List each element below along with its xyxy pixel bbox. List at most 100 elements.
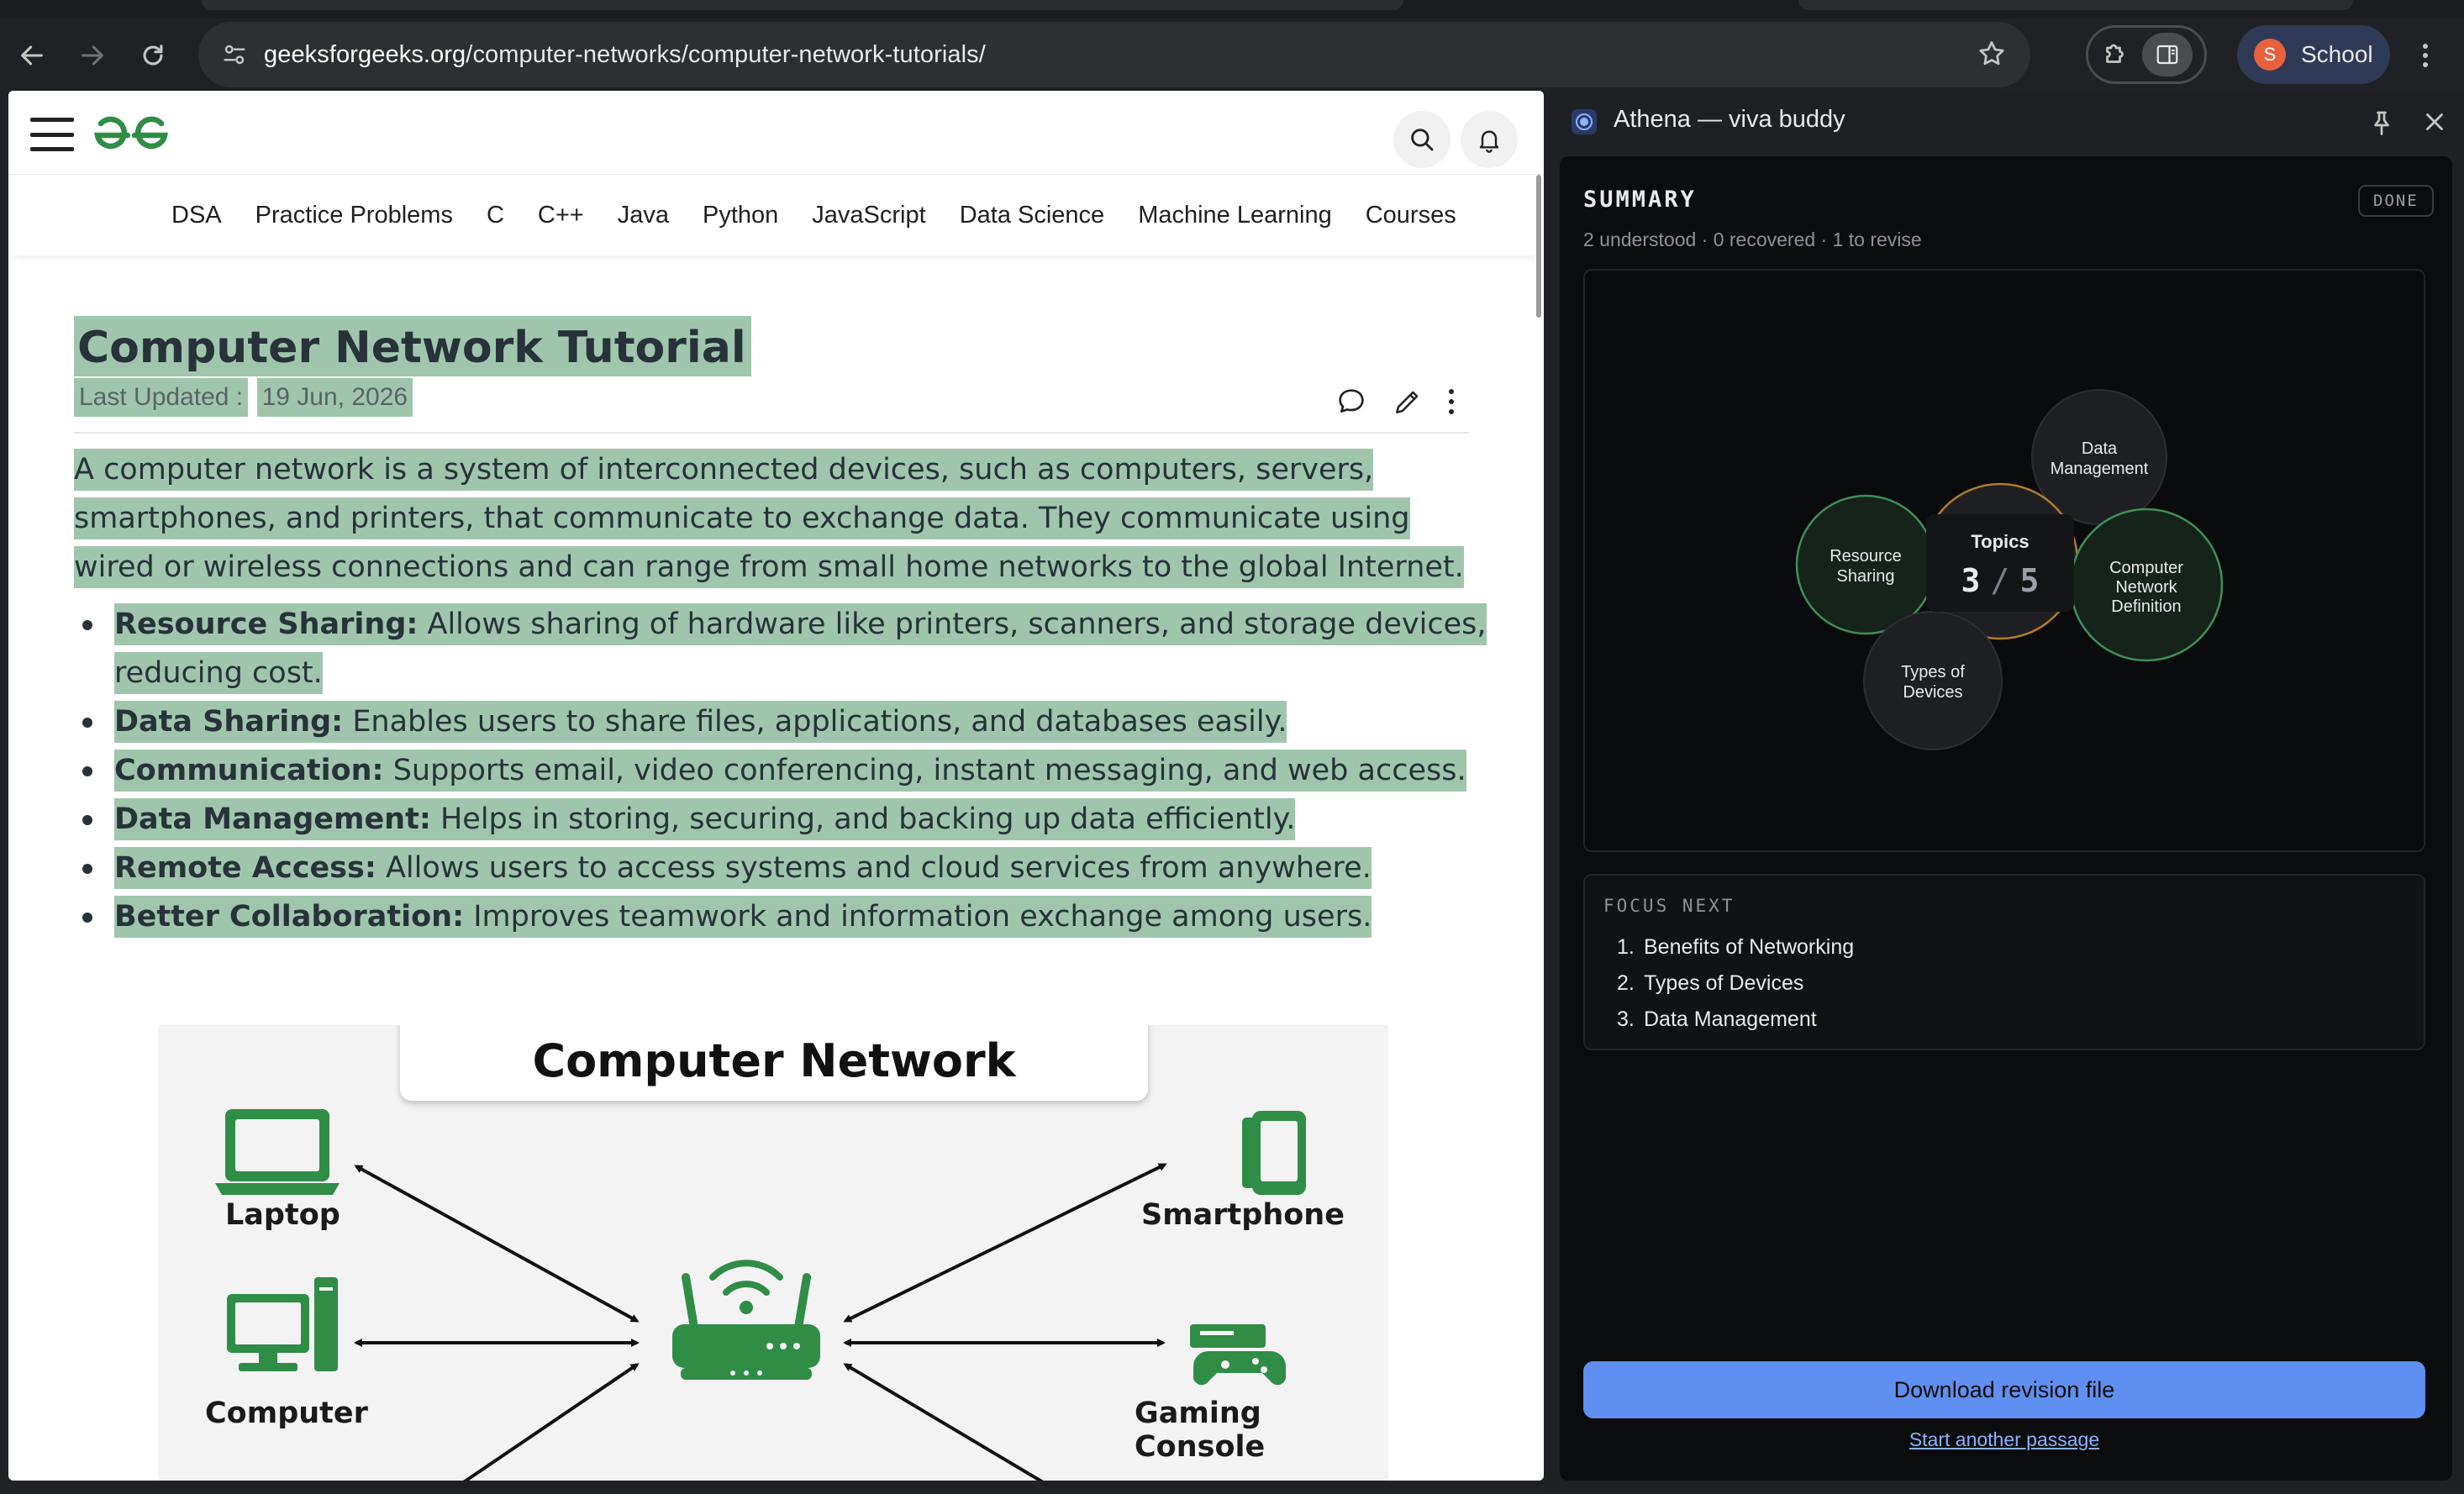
focus-next-list: 1.Benefits of Networking 2.Types of Devi… [1617, 929, 1854, 1038]
benefits-list: Resource Sharing: Allows sharing of hard… [74, 600, 1503, 941]
arrow-lower-right [843, 1363, 1044, 1481]
smartphone-icon [1242, 1111, 1306, 1195]
hamburger-menu-icon[interactable] [30, 118, 74, 151]
list-item: Communication: Supports email, video con… [74, 746, 1494, 795]
topic-graph: Data Management Resource Sharing Compute… [1795, 389, 2224, 750]
notification-bell-icon[interactable] [1461, 111, 1518, 168]
search-icon[interactable] [1393, 111, 1450, 168]
last-updated-date: 19 Jun, 2026 [256, 378, 413, 417]
topic-node-types-of-devices[interactable]: Types of Devices [1863, 611, 2003, 750]
benefit-term: Data Management: [114, 802, 431, 836]
pin-icon[interactable] [2367, 108, 2397, 142]
smartphone-label: Smartphone [1141, 1198, 1345, 1232]
browser-menu-icon[interactable] [2409, 35, 2442, 76]
status-badge: DONE [2358, 185, 2434, 217]
forward-button[interactable] [72, 35, 113, 76]
side-panel-title: Athena — viva buddy [1614, 106, 1845, 133]
benefit-term: Communication: [114, 754, 384, 787]
url-host: geeksforgeeks.org [264, 40, 466, 68]
profile-button[interactable]: S School [2237, 25, 2390, 84]
active-tab[interactable] [202, 0, 1403, 10]
arrow-smartphone [843, 1163, 1167, 1323]
benefit-term: Data Sharing: [114, 705, 344, 739]
benefit-text: Supports email, video conferencing, inst… [383, 754, 1466, 787]
topic-link-machine-learning[interactable]: Machine Learning [1138, 201, 1332, 229]
topic-link-c[interactable]: C [486, 201, 504, 229]
topics-nav: DSA Practice Problems C C++ Java Python … [8, 175, 1544, 255]
gfg-logo[interactable] [89, 113, 173, 159]
list-item: Data Management: Helps in storing, secur… [74, 795, 1494, 844]
start-another-passage-link[interactable]: Start another passage [1909, 1428, 2100, 1450]
svg-text:Computer: Computer [2109, 559, 2183, 577]
focus-next-label: FOCUS NEXT [1603, 896, 1735, 916]
article-actions [1335, 385, 1456, 423]
svg-text:Devices: Devices [1903, 683, 1962, 702]
topic-link-javascript[interactable]: JavaScript [812, 201, 926, 229]
topic-link-courses[interactable]: Courses [1365, 201, 1456, 229]
laptop-label: Laptop [225, 1198, 340, 1232]
page-scrollbar[interactable] [1536, 175, 1541, 318]
list-item: 1.Benefits of Networking [1617, 935, 1855, 959]
network-diagram [215, 1109, 1306, 1481]
topic-link-cpp[interactable]: C++ [537, 201, 584, 229]
topic-link-dsa[interactable]: DSA [171, 201, 222, 229]
list-item: Resource Sharing: Allows sharing of hard… [74, 600, 1494, 697]
benefit-term: Resource Sharing: [114, 608, 419, 641]
summary-stats: 2 understood · 0 recovered · 1 to revise [1583, 229, 1922, 250]
comment-icon[interactable] [1335, 385, 1368, 423]
profile-avatar: S [2254, 39, 2286, 71]
site-settings-icon[interactable] [205, 42, 264, 67]
side-panel: Athena — viva buddy SUMMARY DONE 2 under… [1546, 91, 2464, 1494]
tab-strip [0, 0, 2464, 18]
bookmark-star-icon[interactable] [1977, 39, 2007, 73]
benefit-text: Helps in storing, securing, and backing … [430, 802, 1296, 836]
topic-link-python[interactable]: Python [703, 201, 779, 229]
page-viewport: DSA Practice Problems C C++ Java Python … [8, 91, 1544, 1481]
topic-link-java[interactable]: Java [617, 201, 669, 229]
arrow-left-icon [21, 45, 43, 66]
network-figure: Computer Network [158, 1025, 1388, 1481]
arrow-right-icon [82, 45, 103, 66]
list-item: Data Sharing: Enables users to share fil… [74, 697, 1494, 746]
laptop-icon [215, 1109, 340, 1195]
download-revision-button[interactable]: Download revision file [1583, 1361, 2425, 1418]
topics-done-count: 3 [1961, 562, 1981, 599]
topic-graph-card: Data Management Resource Sharing Compute… [1583, 269, 2425, 852]
close-icon[interactable] [2420, 108, 2449, 140]
svg-text:Data: Data [2082, 439, 2118, 458]
topic-node-data-management[interactable]: Data Management [2031, 389, 2167, 525]
reload-icon [143, 45, 163, 66]
arrow-lower-left [462, 1363, 640, 1481]
back-button[interactable] [12, 35, 52, 76]
list-item: Better Collaboration: Improves teamwork … [74, 892, 1494, 941]
topic-node-resource-sharing[interactable]: Resource Sharing [1795, 494, 1936, 635]
reload-button[interactable] [133, 35, 173, 76]
benefit-text: Improves teamwork and information exchan… [464, 900, 1372, 934]
focus-item-text: Data Management [1644, 1007, 1817, 1031]
focus-item-text: Types of Devices [1644, 971, 1804, 995]
side-panel-toggle-icon[interactable] [2141, 33, 2193, 76]
topic-link-data-science[interactable]: Data Science [959, 201, 1105, 229]
list-item: 2.Types of Devices [1617, 971, 1804, 995]
svg-text:Network: Network [2115, 578, 2177, 597]
list-item: 3.Data Management [1617, 1007, 1817, 1031]
athena-logo-icon [1572, 109, 1597, 134]
figure-title: Computer Network [532, 1034, 1016, 1087]
browser-toolbar: geeksforgeeks.org/computer-networks/comp… [0, 18, 2464, 91]
intro-paragraph: A computer network is a system of interc… [74, 445, 1494, 592]
topic-link-practice-problems[interactable]: Practice Problems [255, 201, 453, 229]
site-header [8, 91, 1544, 175]
edit-pencil-icon[interactable] [1392, 386, 1424, 422]
extensions-group [2086, 25, 2207, 84]
extensions-puzzle-icon[interactable] [2101, 38, 2131, 72]
list-item: Remote Access: Allows users to access sy… [74, 844, 1494, 892]
focus-item-text: Benefits of Networking [1644, 935, 1855, 959]
arrow-laptop [354, 1165, 640, 1323]
more-options-icon[interactable] [1447, 385, 1456, 423]
topics-separator: / [1991, 562, 2010, 599]
intro-text: A computer network is a system of interc… [74, 449, 1464, 588]
address-bar[interactable]: geeksforgeeks.org/computer-networks/comp… [198, 22, 2030, 87]
inactive-tab[interactable] [1798, 0, 2353, 10]
topics-total-count: 5 [2020, 562, 2040, 599]
topic-node-computer-network-definition[interactable]: Computer Network Definition [2069, 508, 2224, 662]
